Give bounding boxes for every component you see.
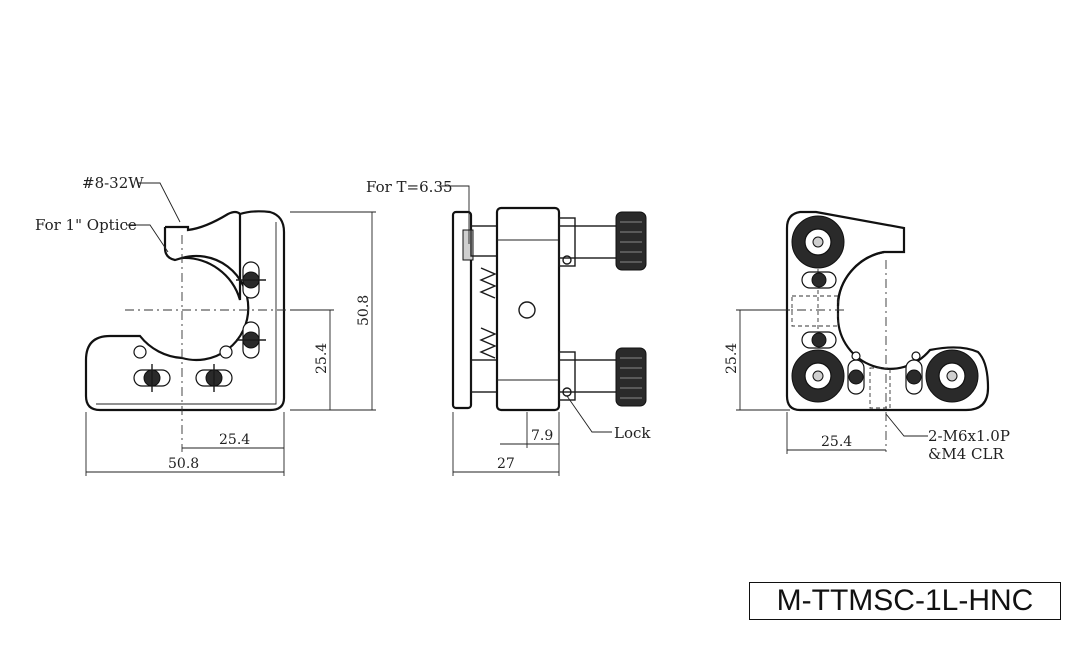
front-hole-a bbox=[133, 345, 147, 359]
front-hole-b bbox=[219, 345, 233, 359]
rear-optic-bore bbox=[836, 250, 885, 307]
side-front-plate bbox=[451, 210, 473, 410]
front-optic-bore bbox=[181, 254, 250, 362]
front-dim-center-x: 25.4 bbox=[219, 432, 250, 448]
side-dim-depth-total: 27 bbox=[497, 456, 515, 472]
front-plate-outline bbox=[84, 210, 286, 412]
rear-leader-holes bbox=[885, 413, 928, 437]
side-leader-lock bbox=[566, 395, 612, 433]
rear-adjuster-2 bbox=[801, 331, 837, 349]
front-dim-height-total: 50.8 bbox=[356, 295, 372, 326]
rear-adjuster-4 bbox=[905, 359, 923, 395]
front-adjuster-4 bbox=[195, 364, 233, 392]
front-adjuster-1 bbox=[236, 261, 266, 299]
front-adjuster-3 bbox=[133, 364, 171, 392]
front-view: #8-32W For 1" Optice 50.8 25.4 50.8 25.4 bbox=[35, 174, 376, 476]
side-center-hole bbox=[518, 301, 536, 319]
side-knob-bottom bbox=[615, 347, 647, 407]
front-callout-thread: #8-32W bbox=[82, 174, 144, 192]
rear-callout-holes-2: &M4 CLR bbox=[928, 445, 1004, 463]
front-callout-optic: For 1" Optice bbox=[35, 216, 137, 234]
side-knob-top bbox=[615, 211, 647, 271]
rear-view: 25.4 25.4 2-M6x1.0P &M4 CLR bbox=[724, 210, 1010, 463]
front-back-plate bbox=[96, 222, 277, 405]
rear-knob-3 bbox=[925, 349, 979, 403]
front-adjuster-2 bbox=[236, 321, 266, 359]
part-number-title-block: M-TTMSC-1L-HNC bbox=[749, 582, 1061, 620]
side-main-body bbox=[495, 206, 561, 412]
rear-adjuster-1 bbox=[801, 271, 837, 289]
side-spring-bottom bbox=[479, 327, 497, 359]
rear-hidden-slot-2 bbox=[869, 367, 891, 409]
rear-callout-holes-1: 2-M6x1.0P bbox=[928, 427, 1010, 445]
side-dim-offset: 7.9 bbox=[531, 428, 553, 444]
rear-dim-center-y: 25.4 bbox=[724, 343, 740, 374]
rear-knob-2 bbox=[791, 349, 845, 403]
side-spacer-bottom bbox=[470, 359, 498, 393]
side-callout-lock: Lock bbox=[614, 424, 651, 442]
front-leader-thread bbox=[138, 182, 181, 223]
side-shaft-top bbox=[558, 225, 618, 259]
side-optic-holder bbox=[462, 229, 474, 261]
side-callout-thickness: For T=6.35 bbox=[366, 178, 453, 196]
rear-dim-center-x: 25.4 bbox=[821, 434, 852, 450]
rear-knob-1 bbox=[791, 215, 845, 269]
front-leader-optic bbox=[126, 224, 169, 253]
side-view: For T=6.35 Lock 27 7.9 bbox=[366, 178, 651, 476]
side-spacer-top bbox=[470, 225, 498, 257]
rear-adjuster-3 bbox=[847, 359, 865, 395]
side-leader-thickness bbox=[440, 185, 470, 244]
rear-hidden-slot-1 bbox=[791, 295, 839, 327]
side-spring-top bbox=[479, 267, 497, 299]
side-shaft-bottom bbox=[558, 359, 618, 393]
front-dim-center-y: 25.4 bbox=[314, 343, 330, 374]
front-plate-top-left bbox=[165, 210, 241, 232]
front-dim-width-total: 50.8 bbox=[168, 456, 199, 472]
